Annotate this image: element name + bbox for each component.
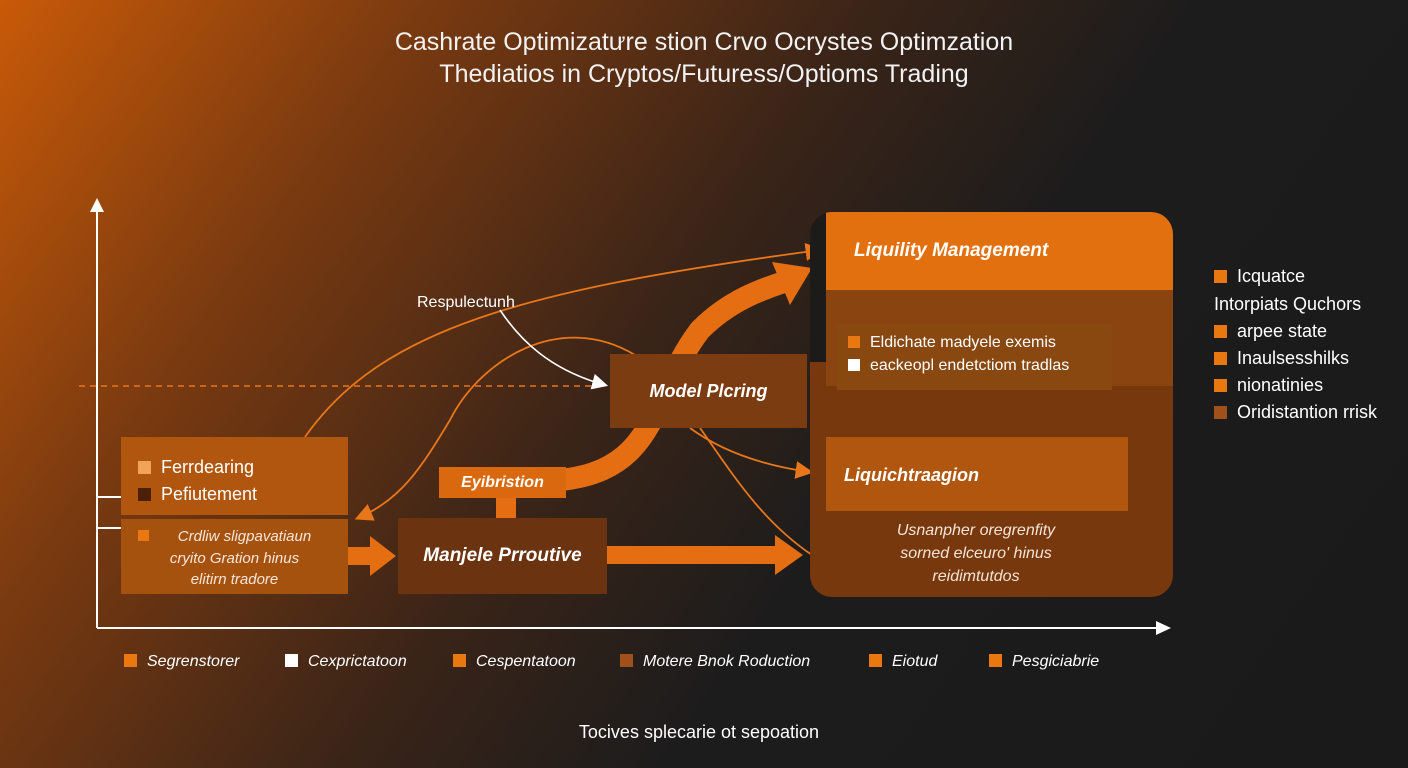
model-label: Model Plcring: [649, 381, 768, 401]
legend-item: Motere Bnok Roduction: [620, 653, 810, 671]
diagram-subtitle: Thediatios in Cryptos/Futuress/Optioms T…: [439, 60, 969, 88]
model-node: Model Plcring: [610, 354, 807, 428]
legend-swatch: [848, 359, 860, 371]
big-curved-arrow: [558, 269, 794, 491]
list-item: Eldichate madyele exemis: [848, 334, 1056, 352]
liquidity-panel: Liquility Management Eldichate madyele e…: [810, 212, 1173, 597]
y-axis-arrow-icon: [90, 198, 104, 212]
legend-swatch: [1214, 270, 1227, 283]
curve-response-arrow: [499, 309, 609, 390]
panel-header-label: Liquility Management: [854, 240, 1049, 261]
arrow-feed-to-manage-body: [348, 547, 374, 565]
arrow-manage-to-panel-body: [607, 546, 779, 564]
x-axis-arrow-icon: [1156, 621, 1171, 635]
legend-swatch: [1214, 352, 1227, 365]
exhibit-label: Eyibristion: [461, 474, 544, 491]
arrow-manage-to-panel-head-icon: [775, 535, 803, 575]
legend-swatch: [1214, 379, 1227, 392]
manage-node: Manjele Prroutive: [398, 518, 607, 594]
legend-item: Pesgiciabrie: [989, 653, 1099, 671]
description-box: Crdliw sligpavatiaun cryito Gration hinu…: [121, 519, 348, 594]
legend-swatch: [285, 654, 298, 667]
manage-label: Manjele Prroutive: [423, 545, 582, 566]
description-line: cryito Gration hinus: [169, 550, 300, 567]
legend-swatch: [138, 488, 151, 501]
big-curved-arrow-head-icon: [772, 262, 812, 305]
arrow-feed-to-manage-head-icon: [370, 536, 396, 576]
feed-item: Ferrdearing: [138, 457, 254, 478]
curve-back-to-feed: [354, 336, 636, 521]
panel-text-line: Usnanpher oregrenfity: [896, 522, 1056, 539]
curve-model-to-panel: [699, 427, 813, 556]
legend-item: Cespentatoon: [453, 653, 576, 671]
legend-swatch: [124, 654, 137, 667]
footer-caption: Tocives splecarie ot sepoation: [578, 722, 820, 742]
description-line: Crdliw sligpavatiaun: [177, 528, 312, 545]
description-line: elitirn tradore: [190, 571, 279, 588]
exhibit-stem: [496, 498, 516, 518]
panel-text-line: sorned elceuro' hinus: [900, 545, 1052, 562]
legend-item: Oridistantion rrisk: [1214, 402, 1377, 423]
legend-item: Segrenstorer: [124, 653, 240, 671]
response-label: Respulectunh: [417, 294, 515, 311]
legend-swatch: [848, 336, 860, 348]
legend-swatch: [1214, 325, 1227, 338]
legend-item: Cexprictatoon: [285, 653, 407, 671]
panel-header: Liquility Management: [826, 212, 1173, 290]
list-item: eackeopl endetctiom tradlas: [848, 357, 1069, 375]
legend-item: Inaulsesshilks: [1214, 348, 1349, 369]
legend-swatch: [1214, 406, 1227, 419]
legend-swatch: [869, 654, 882, 667]
curve-model-to-liq: [689, 427, 814, 479]
legend-item: nionatinies: [1214, 375, 1323, 396]
feed-box: Ferrdearing Pefiutement: [121, 437, 348, 515]
legend-item: arpee state: [1214, 321, 1327, 342]
legend-item: Eiotud: [869, 653, 937, 671]
legend-item: Icquatce: [1214, 266, 1305, 287]
liquidation-box: Liquichtraagion: [826, 437, 1128, 511]
legend-swatch: [138, 530, 149, 541]
legend-item: Intorpiats Quchors: [1214, 294, 1362, 314]
exhibit-node: Eyibristion: [439, 467, 566, 498]
diagram-title: Cashrate Optimizatưre stion Crvo Ocryste…: [394, 28, 1014, 56]
legend-swatch: [620, 654, 633, 667]
legend-swatch: [138, 461, 151, 474]
panel-inner-list: Eldichate madyele exemis eackeopl endetc…: [837, 324, 1112, 390]
legend-swatch: [453, 654, 466, 667]
liquidation-label: Liquichtraagion: [844, 465, 979, 485]
feed-item: Pefiutement: [138, 484, 257, 505]
legend-swatch: [989, 654, 1002, 667]
curve-to-liquidity: [304, 242, 824, 438]
panel-notch: [810, 212, 826, 362]
panel-text-line: reidimtutdos: [932, 568, 1020, 585]
